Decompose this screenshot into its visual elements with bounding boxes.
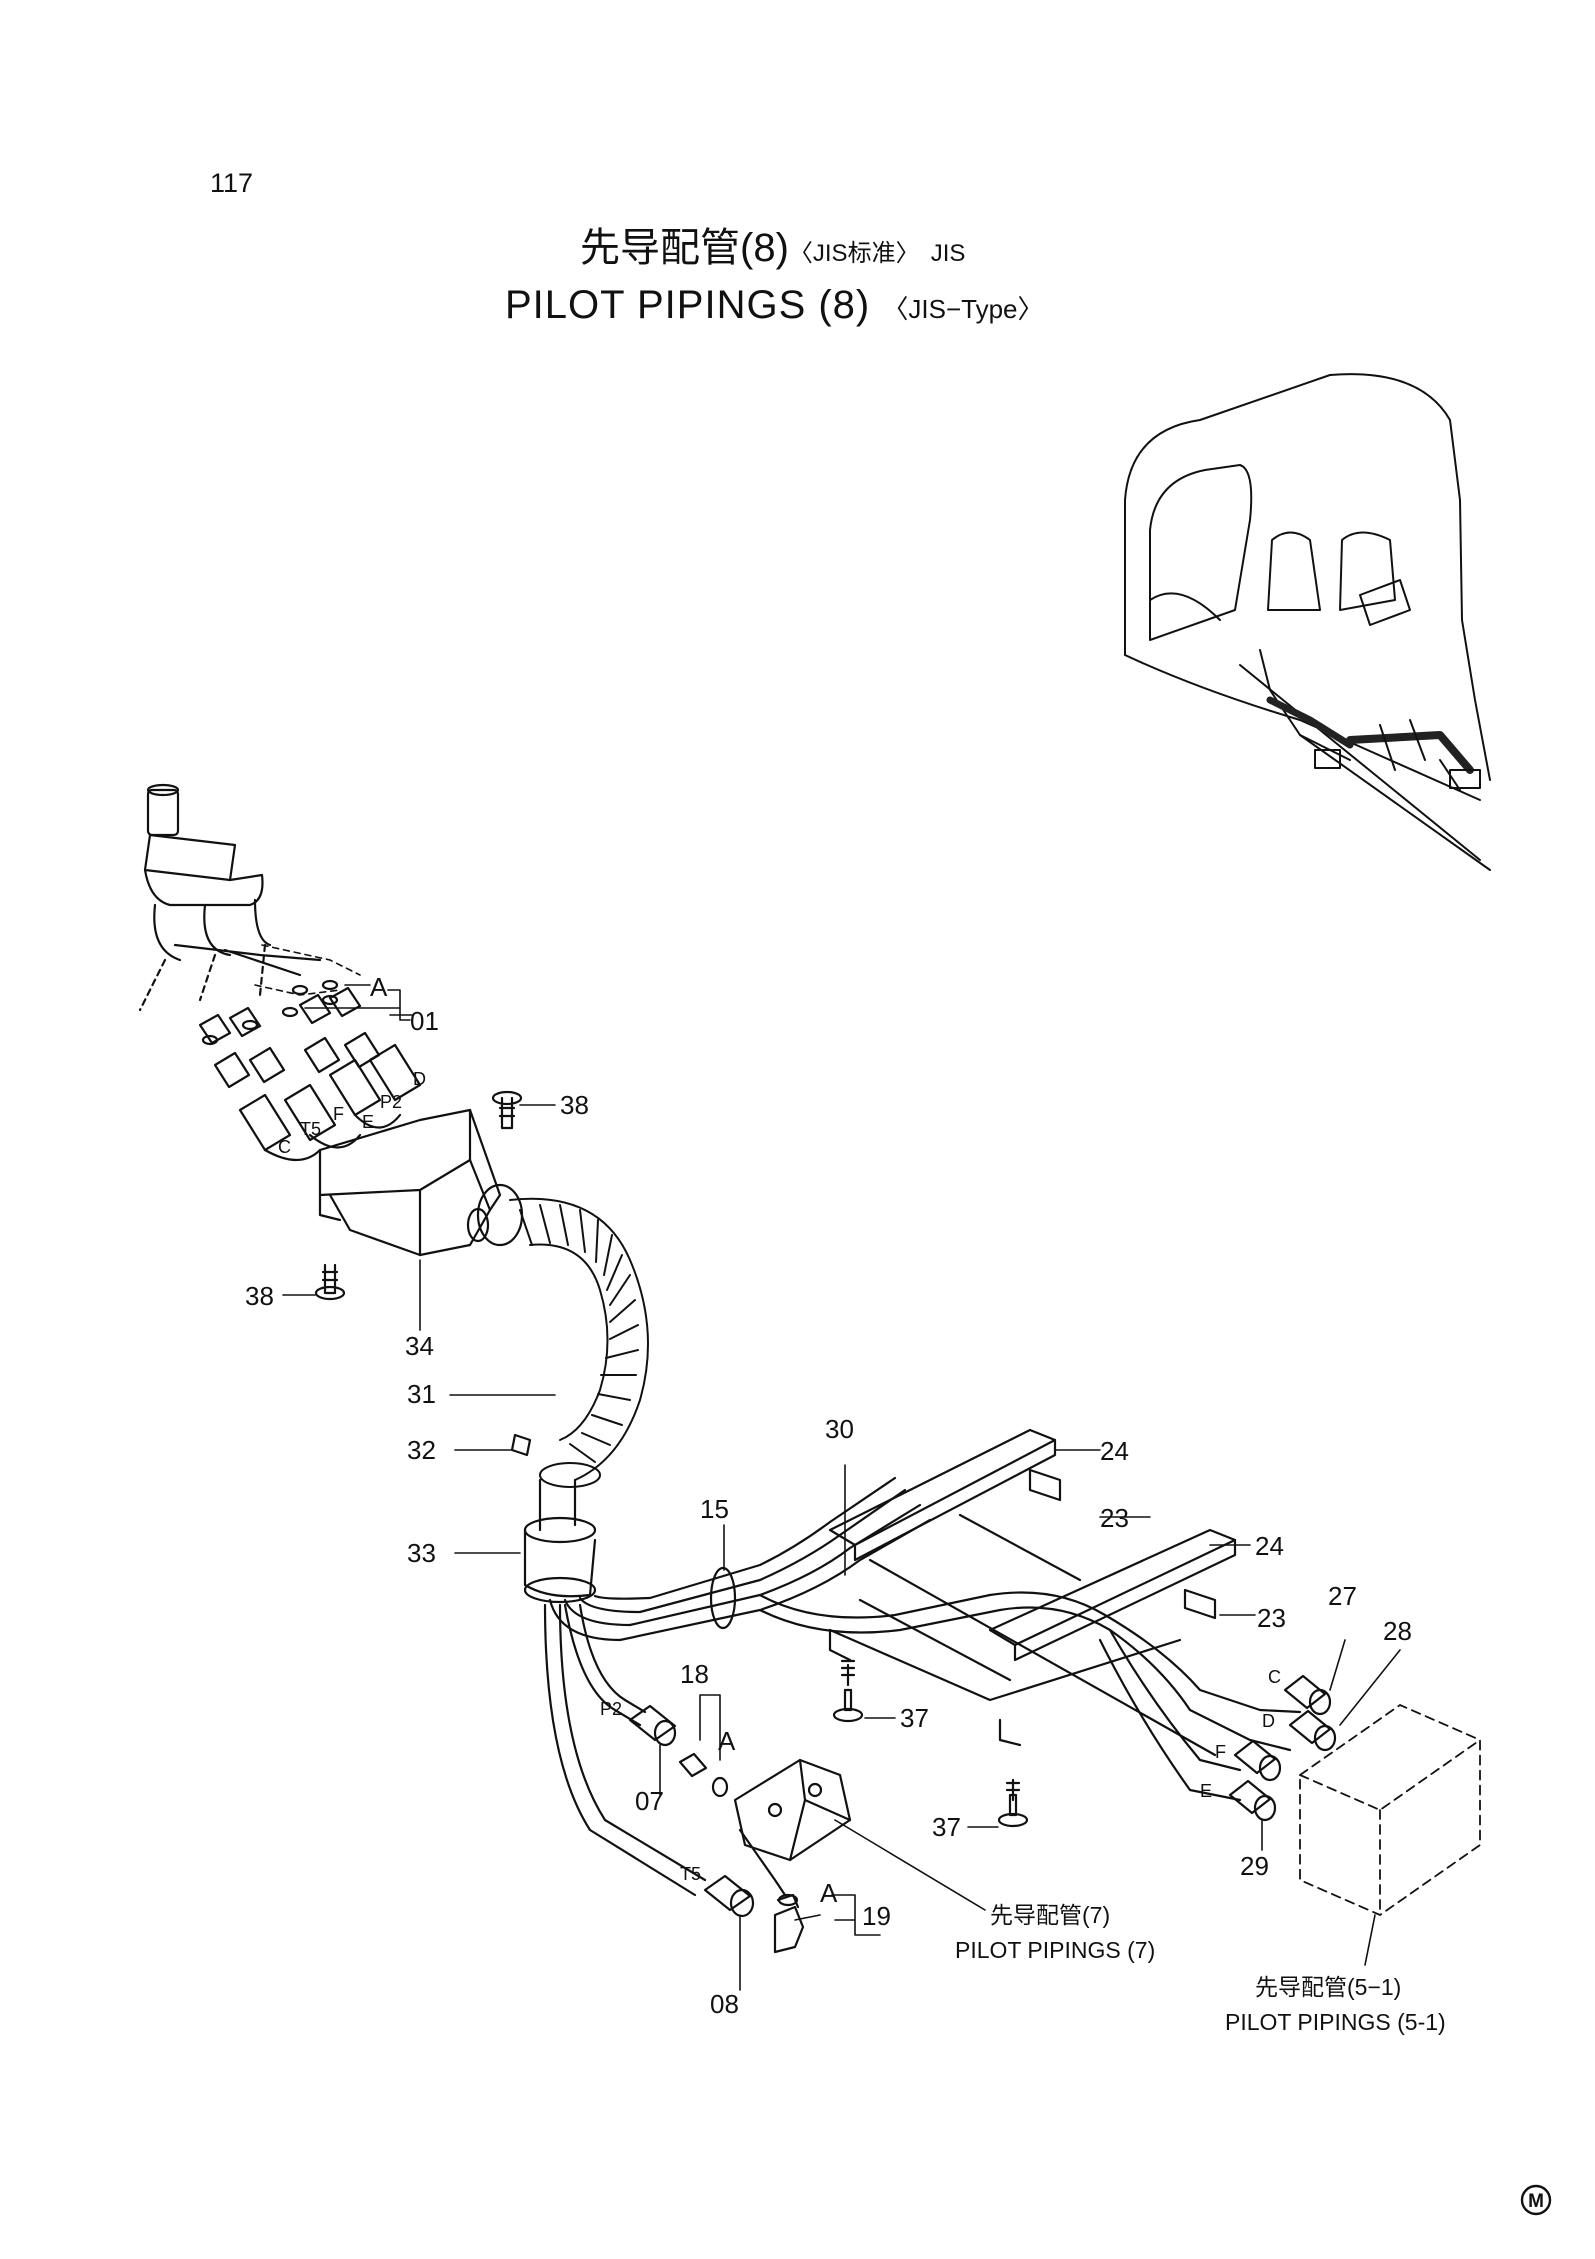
port-f-right: F <box>1215 1742 1226 1762</box>
port-labels: D P2 F E T5 C P2 T5 C D F E <box>278 1069 1281 1884</box>
corner-mark-letter: M <box>1528 2191 1544 2212</box>
fitting-07 <box>628 1704 677 1747</box>
label-18: 18 <box>680 1659 709 1689</box>
port-c-top: C <box>278 1137 291 1157</box>
label-37b: 37 <box>932 1812 961 1842</box>
detail-marks: A A A <box>370 972 838 1908</box>
label-28: 28 <box>1383 1616 1412 1646</box>
title-english: PILOT PIPINGS (8) 〈JIS−Type〉 <box>505 285 1044 325</box>
part-labels: 01 07 08 15 18 19 23 23 24 24 27 28 29 3… <box>245 1006 1412 2019</box>
label-30: 30 <box>825 1414 854 1444</box>
bolts-38 <box>314 1090 523 1301</box>
bolts-37 <box>832 1659 1029 1828</box>
mounting-frame <box>828 1428 1237 1757</box>
title-cn-code: JIS <box>930 240 966 267</box>
ref51-en: PILOT PIPINGS (5-1) <box>1225 2009 1446 2035</box>
title-en-variant: 〈JIS−Type〉 <box>882 294 1044 324</box>
label-27: 27 <box>1328 1581 1357 1611</box>
corner-mark: M <box>1520 2184 1552 2216</box>
label-24a: 24 <box>1100 1436 1129 1466</box>
label-33: 33 <box>407 1538 436 1568</box>
label-32: 32 <box>407 1435 436 1465</box>
ref7-cn: 先导配管(7) <box>990 1902 1110 1928</box>
label-34: 34 <box>405 1331 434 1361</box>
duct-box-34 <box>318 1108 502 1257</box>
port-f-top: F <box>333 1104 344 1124</box>
label-23b: 23 <box>1257 1603 1286 1633</box>
port-e-top: E <box>362 1112 374 1132</box>
fitting-18 <box>678 1752 729 1798</box>
clamp-32 <box>510 1433 532 1457</box>
label-29: 29 <box>1240 1851 1269 1881</box>
title-cn-variant: 〈JIS标准〉 <box>788 240 920 267</box>
port-p2-low: P2 <box>600 1699 622 1719</box>
label-24b: 24 <box>1255 1531 1284 1561</box>
elbow-19 <box>773 1893 805 1954</box>
label-07: 07 <box>635 1786 664 1816</box>
ref51-cn: 先导配管(5−1) <box>1255 1974 1401 2000</box>
title-cn-main: 先导配管(8) <box>580 226 789 270</box>
port-d-right: D <box>1262 1711 1275 1731</box>
label-19: 19 <box>862 1901 891 1931</box>
port-d-top: D <box>413 1069 426 1089</box>
label-08: 08 <box>710 1989 739 2019</box>
port-c-right: C <box>1268 1667 1281 1687</box>
detail-mark-a-top: A <box>370 972 388 1002</box>
port-t5-top: T5 <box>300 1119 321 1139</box>
detail-mark-a-mid: A <box>718 1726 736 1756</box>
valve-block-ref7 <box>733 1758 852 1907</box>
fitting-08 <box>703 1874 755 1918</box>
pilot-valve-sketch <box>138 783 322 1012</box>
label-15: 15 <box>700 1494 729 1524</box>
hose-bundle-30 <box>548 1476 1302 1802</box>
label-37a: 37 <box>900 1703 929 1733</box>
connector-block-ref51 <box>1299 1704 1481 1916</box>
port-p2-top: P2 <box>380 1092 402 1112</box>
title-en-main: PILOT PIPINGS (8) <box>505 283 871 327</box>
grommet-33 <box>523 1478 597 1604</box>
ref7-en: PILOT PIPINGS (7) <box>955 1937 1155 1963</box>
label-38a: 38 <box>560 1090 589 1120</box>
cross-references: 先导配管(7) PILOT PIPINGS (7) 先导配管(5−1) PILO… <box>955 1902 1446 2035</box>
leader-lines <box>282 984 1401 1991</box>
port-e-right: E <box>1200 1781 1212 1801</box>
machine-overview-sketch <box>1124 373 1491 871</box>
label-31: 31 <box>407 1379 436 1409</box>
corrugated-hose-31 <box>509 1197 649 1488</box>
port-t5-low: T5 <box>680 1864 701 1884</box>
page-number: 117 <box>210 168 254 198</box>
label-01: 01 <box>410 1006 439 1036</box>
label-23a: 23 <box>1100 1503 1129 1533</box>
title-chinese: 先导配管(8)〈JIS标准〉 JIS <box>580 228 965 268</box>
fittings-27-28-29 <box>1228 1674 1337 1822</box>
valve-fittings <box>198 979 422 1161</box>
detail-mark-a-bottom: A <box>820 1878 838 1908</box>
hoses-p2-t5 <box>543 1603 707 1897</box>
label-38b: 38 <box>245 1281 274 1311</box>
bundle-tie-15 <box>709 1566 737 1630</box>
